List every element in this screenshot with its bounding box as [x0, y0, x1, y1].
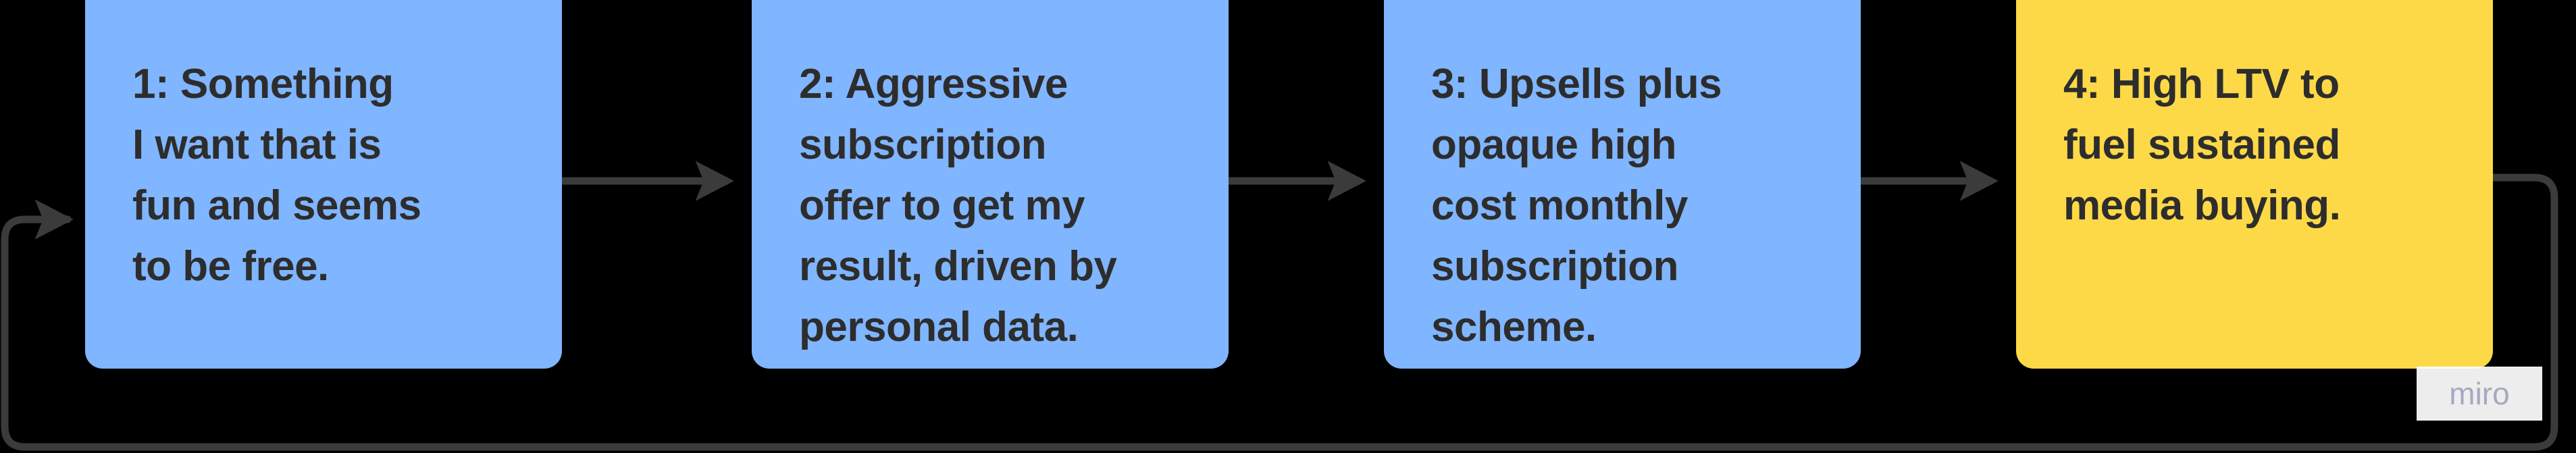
- card-3-text: 3: Upsells plus opaque high cost monthly…: [1431, 61, 1722, 350]
- sticky-note-card-4[interactable]: 4: High LTV to fuel sustained media buyi…: [2016, 0, 2493, 369]
- miro-logo-text: miro: [2449, 376, 2510, 411]
- connector-loop-in: [1, 199, 74, 451]
- sticky-note-card-1[interactable]: 1: Something I want that is fun and seem…: [85, 0, 562, 369]
- card-2-text: 2: Aggressive subscription offer to get …: [799, 61, 1117, 350]
- card-4-text: 4: High LTV to fuel sustained media buyi…: [2063, 61, 2341, 229]
- miro-watermark: miro: [2417, 367, 2542, 421]
- sticky-note-card-2[interactable]: 2: Aggressive subscription offer to get …: [752, 0, 1229, 369]
- card-1-text: 1: Something I want that is fun and seem…: [132, 61, 421, 290]
- sticky-note-card-3[interactable]: 3: Upsells plus opaque high cost monthly…: [1384, 0, 1861, 369]
